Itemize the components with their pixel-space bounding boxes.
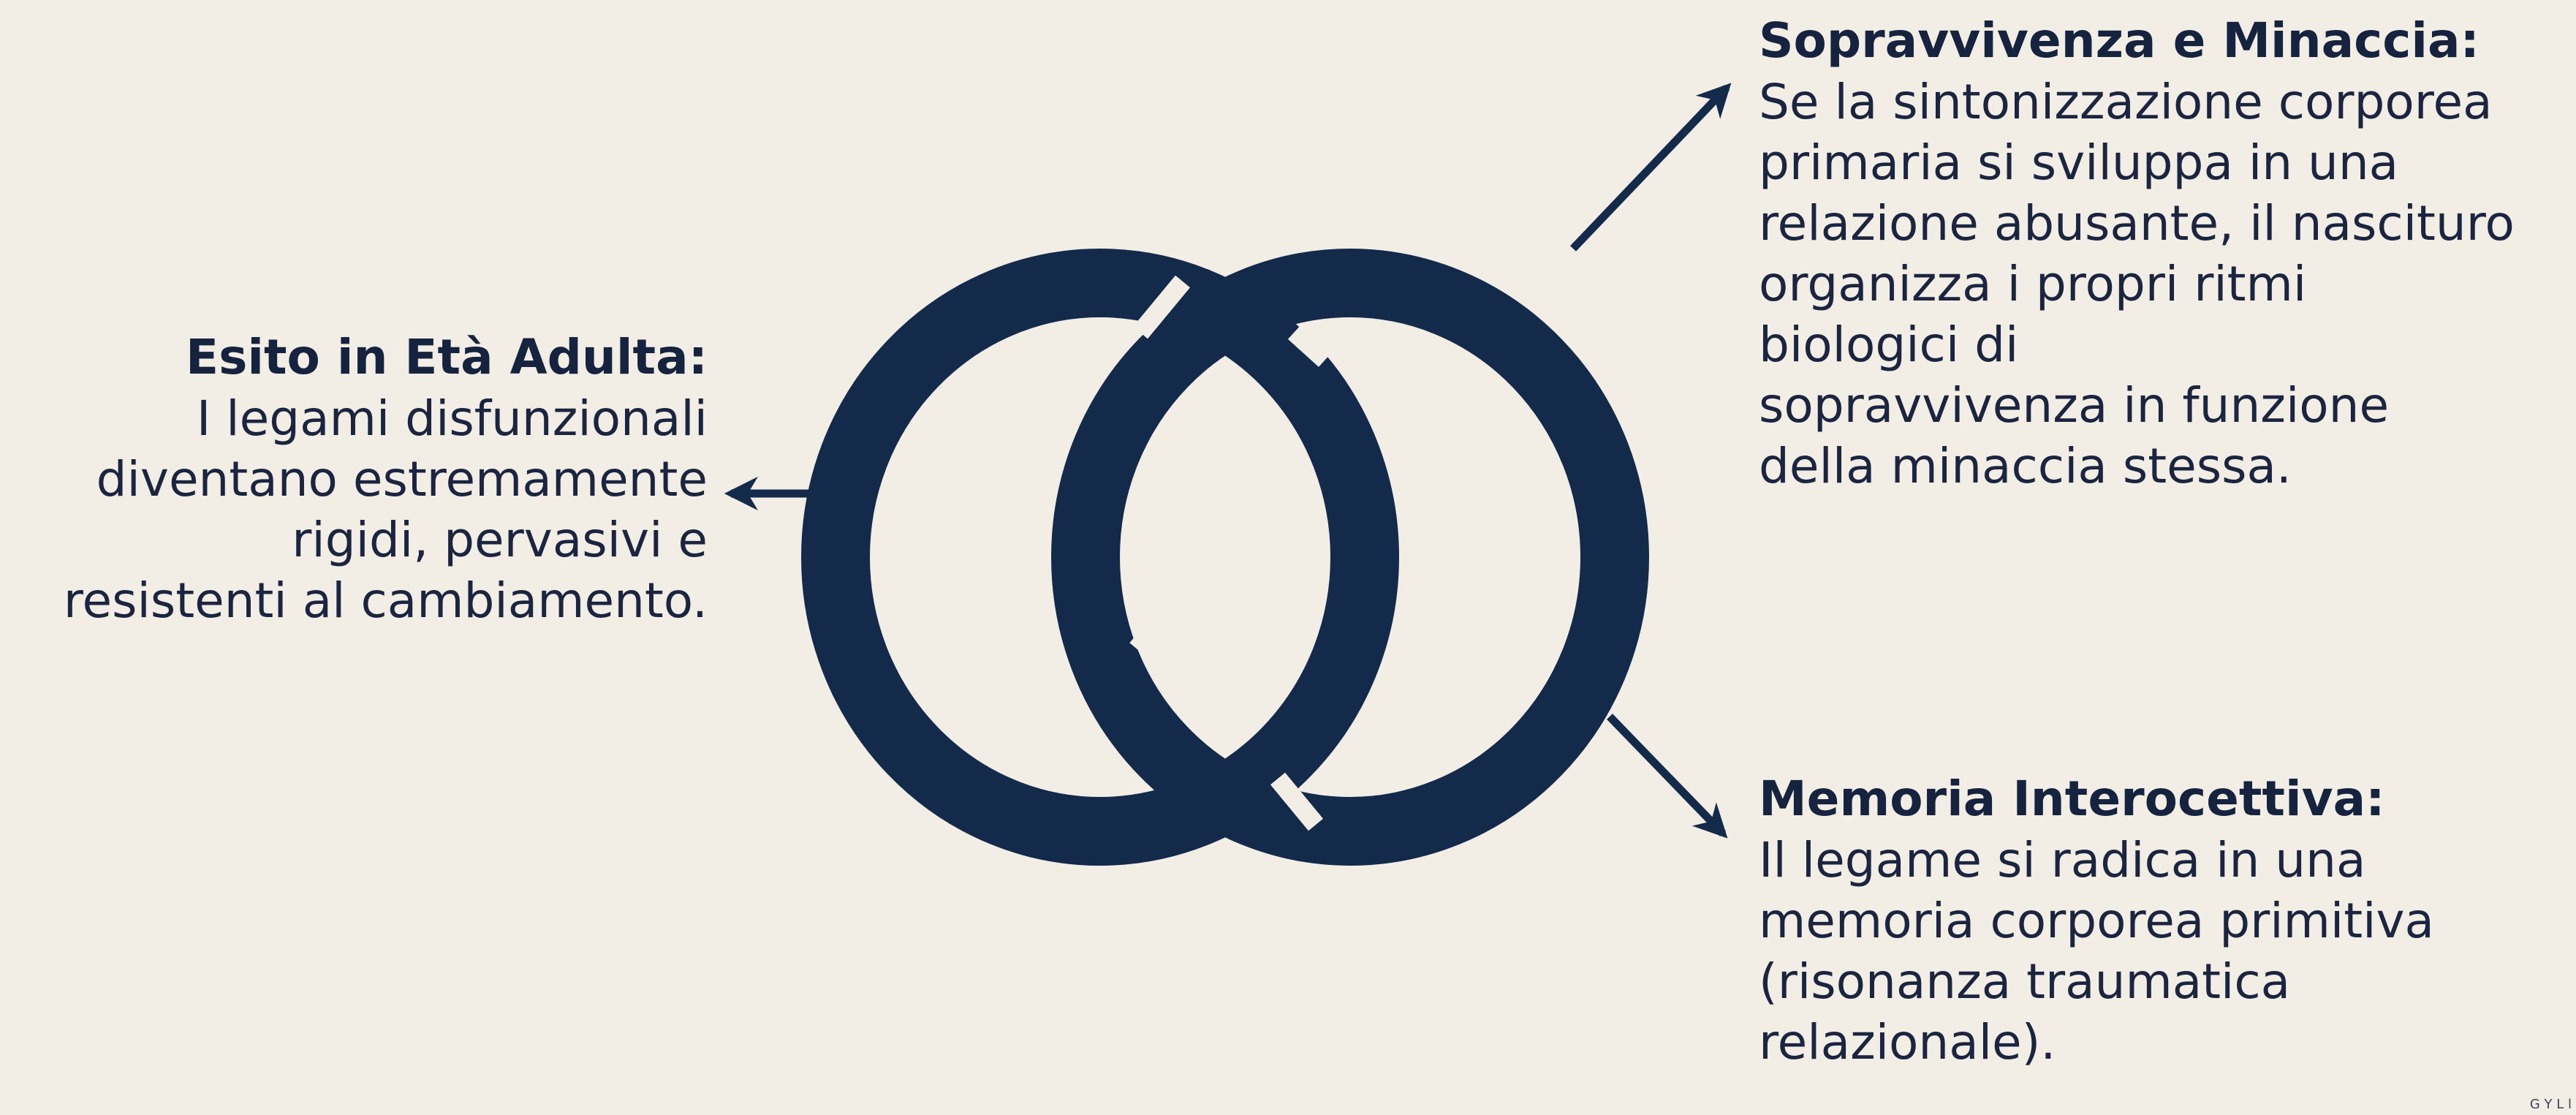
right-ring xyxy=(1051,249,1649,866)
ring-gap-upper xyxy=(1132,275,1191,339)
survival-threat-line: biologici di xyxy=(1759,317,2019,373)
interlocking-rings-icon xyxy=(801,249,1649,866)
outcome-adulthood-line: resistenti al cambiamento. xyxy=(63,572,708,629)
interoceptive-memory-line: relazionale). xyxy=(1759,1014,2056,1070)
corner-watermark: G Y L l xyxy=(2529,1097,2572,1112)
survival-threat-line: primaria si sviluppa in una xyxy=(1759,135,2399,191)
interoceptive-memory-line: (risonanza traumatica xyxy=(1759,953,2291,1010)
arrow-to-bottom-right-block xyxy=(1607,714,1728,839)
outcome-adulthood-line: rigidi, pervasivi e xyxy=(292,512,708,568)
survival-threat-line: Se la sintonizzazione corporea xyxy=(1759,74,2493,130)
outcome-adulthood-title: Esito in Età Adulta: xyxy=(185,329,708,385)
arrow-icon xyxy=(724,83,1732,839)
ring-gap-lower xyxy=(1270,772,1324,831)
survival-threat-line: della minaccia stessa. xyxy=(1759,438,2292,494)
survival-threat-line: organizza i propri ritmi xyxy=(1759,256,2307,312)
survival-threat-block: Sopravvivenza e Minaccia: Se la sintoniz… xyxy=(1759,10,2570,496)
interoceptive-memory-title: Memoria Interocettiva: xyxy=(1759,771,2385,827)
survival-threat-line: sopravvivenza in funzione xyxy=(1759,377,2390,434)
arrow-to-top-right-block xyxy=(1570,83,1732,252)
ring-inner-gap-top xyxy=(1287,326,1331,367)
outcome-adulthood-block: Esito in Età Adulta: I legami disfunzion… xyxy=(0,327,708,631)
ring-inner-gap-bottom xyxy=(1129,629,1172,669)
interoceptive-memory-line: Il legame si radica in una xyxy=(1759,832,2366,888)
outcome-adulthood-line: I legami disfunzionali xyxy=(196,390,708,447)
left-ring xyxy=(801,249,1399,866)
survival-threat-title: Sopravvivenza e Minaccia: xyxy=(1759,12,2480,69)
survival-threat-line: relazione abusante, il nascituro xyxy=(1759,195,2515,252)
interoceptive-memory-block: Memoria Interocettiva: Il legame si radi… xyxy=(1759,768,2570,1073)
outcome-adulthood-line: diventano estremamente xyxy=(96,451,708,507)
interoceptive-memory-line: memoria corporea primitiva xyxy=(1759,893,2434,949)
